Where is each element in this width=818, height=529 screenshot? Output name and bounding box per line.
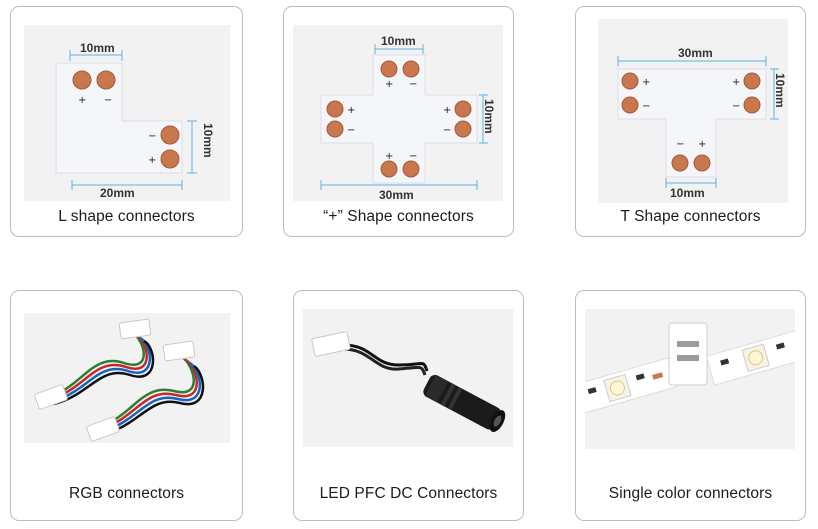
single-color-connector-photo — [585, 322, 795, 414]
product-card-plus-shape[interactable]: + − + − + − + − 10mm 10mm 30mm “+” Shape… — [283, 6, 514, 237]
product-caption: T Shape connectors — [620, 208, 761, 225]
svg-text:+: + — [347, 105, 355, 116]
product-caption: Single color connectors — [608, 485, 773, 502]
svg-text:−: − — [732, 101, 740, 112]
product-caption: “+” Shape connectors — [323, 208, 474, 225]
dimension-label-top: 30mm — [678, 46, 713, 60]
svg-text:−: − — [409, 151, 417, 162]
dc-connector-photo — [311, 331, 506, 433]
product-card-led-pfc-dc[interactable]: LED PFC DC Connectors — [293, 290, 524, 521]
svg-text:−: − — [409, 79, 417, 90]
product-card-t-shape[interactable]: + − + − − + 30mm 10mm 10mm T Shape conne… — [575, 6, 806, 237]
svg-text:−: − — [347, 125, 355, 136]
dimension-label-bottom: 10mm — [670, 186, 705, 200]
product-caption: LED PFC DC Connectors — [319, 485, 498, 502]
svg-text:+: + — [642, 77, 650, 88]
product-image-l-shape: + − − + 10mm 10mm 20mm — [24, 25, 230, 201]
plus-shape-connector-illustration: + − + − + − + − 10mm 10mm 30mm — [320, 34, 496, 201]
svg-text:+: + — [443, 105, 451, 116]
dimension-label-side: 10mm — [201, 123, 215, 158]
product-card-single-color[interactable]: Single color connectors — [575, 290, 806, 521]
dimension-label-side: 10mm — [482, 99, 496, 134]
dimension-label-top: 10mm — [381, 34, 416, 48]
rgb-connector-photo — [34, 318, 205, 442]
product-image-t-shape: + − + − − + 30mm 10mm 10mm — [598, 19, 788, 203]
svg-text:+: + — [385, 151, 393, 162]
product-image-rgb — [24, 313, 230, 443]
svg-text:+: + — [385, 79, 393, 90]
svg-text:+: + — [732, 77, 740, 88]
svg-text:−: − — [676, 139, 684, 150]
svg-text:+: + — [148, 155, 156, 166]
dimension-label-top: 10mm — [80, 41, 115, 55]
svg-text:−: − — [148, 131, 156, 142]
product-image-single-color — [585, 309, 795, 449]
dimension-label-bottom: 20mm — [100, 186, 135, 200]
product-caption: RGB connectors — [68, 485, 185, 502]
product-image-led-pfc-dc — [303, 309, 513, 447]
svg-text:+: + — [78, 95, 86, 106]
product-image-plus-shape: + − + − + − + − 10mm 10mm 30mm — [293, 25, 503, 201]
svg-text:−: − — [104, 95, 112, 106]
l-shape-connector-illustration: + − − + 10mm 10mm 20mm — [55, 41, 215, 200]
dimension-label-bottom: 30mm — [379, 188, 414, 201]
product-card-rgb[interactable]: RGB connectors — [10, 290, 243, 521]
svg-text:+: + — [698, 139, 706, 150]
t-shape-connector-illustration: + − + − − + 30mm 10mm 10mm — [617, 46, 787, 200]
dimension-label-side: 10mm — [773, 73, 787, 108]
product-card-l-shape[interactable]: + − − + 10mm 10mm 20mm L shape connector… — [10, 6, 243, 237]
svg-text:−: − — [443, 125, 451, 136]
product-caption: L shape connectors — [58, 208, 195, 225]
svg-text:−: − — [642, 101, 650, 112]
